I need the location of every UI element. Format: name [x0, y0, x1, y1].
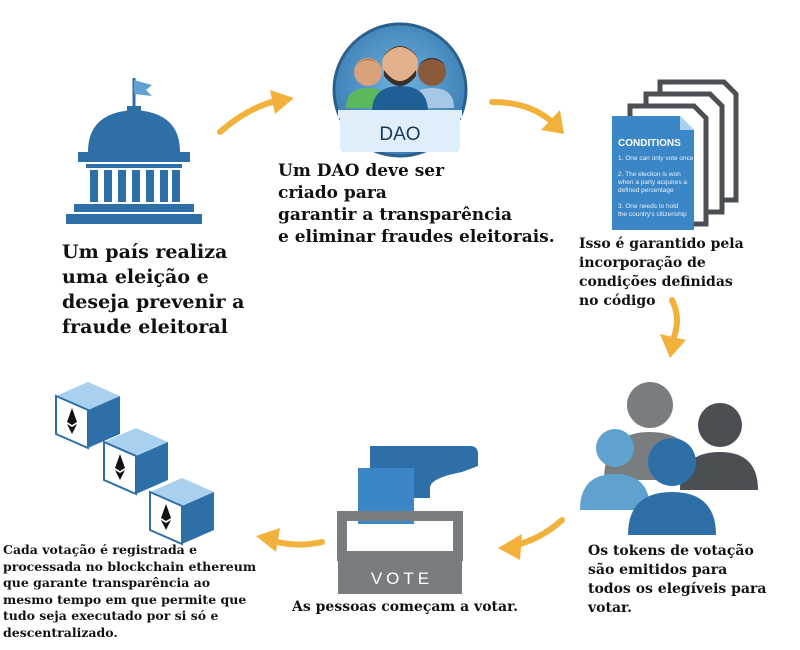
- cycle-arrows: [217, 90, 686, 560]
- vote-label: VOTE: [371, 569, 433, 588]
- voters-group-icon: [580, 382, 758, 535]
- ethereum-block-icon: [149, 478, 214, 546]
- step-voting-text: As pessoas começam a votar.: [292, 599, 519, 615]
- dao-label: DAO: [379, 124, 420, 145]
- condition-line: 1. One can only vote once: [618, 155, 694, 162]
- step-blockchain-text: Cada votação é registrada e processada n…: [3, 542, 257, 640]
- ethereum-block-icon: [55, 382, 120, 450]
- condition-line: defined percentage: [618, 187, 674, 194]
- arrow-icon: [489, 99, 564, 134]
- ethereum-block-icon: [103, 428, 168, 496]
- step-tokens-text: Os tokens de votação são emitidos para t…: [588, 543, 767, 616]
- step-dao-text: Um DAO deve ser criado para garantir a t…: [278, 161, 555, 247]
- ballot-box-icon: VOTE: [337, 446, 478, 594]
- condition-line: 2. The election is won: [618, 171, 681, 178]
- conditions-document-icon: CONDITIONS 1. One can only vote once 2. …: [612, 79, 739, 230]
- conditions-title: CONDITIONS: [618, 138, 681, 149]
- arrow-icon: [498, 517, 565, 560]
- condition-line: 3. One needs to hold: [618, 203, 679, 210]
- step-conditions-text: Isso é garantido pela incorporação de co…: [579, 236, 744, 309]
- dao-team-icon: DAO: [332, 22, 468, 158]
- arrow-icon: [217, 90, 294, 135]
- condition-line: the country's citizenship: [618, 211, 687, 218]
- arrow-icon: [660, 297, 686, 358]
- step-election-text: Um país realiza uma eleição e deseja pre…: [62, 241, 245, 338]
- condition-line: when a party acquires a: [617, 179, 687, 186]
- arrow-icon: [256, 528, 325, 552]
- blockchain-cubes-icon: [55, 382, 214, 546]
- government-building-icon: [66, 78, 202, 224]
